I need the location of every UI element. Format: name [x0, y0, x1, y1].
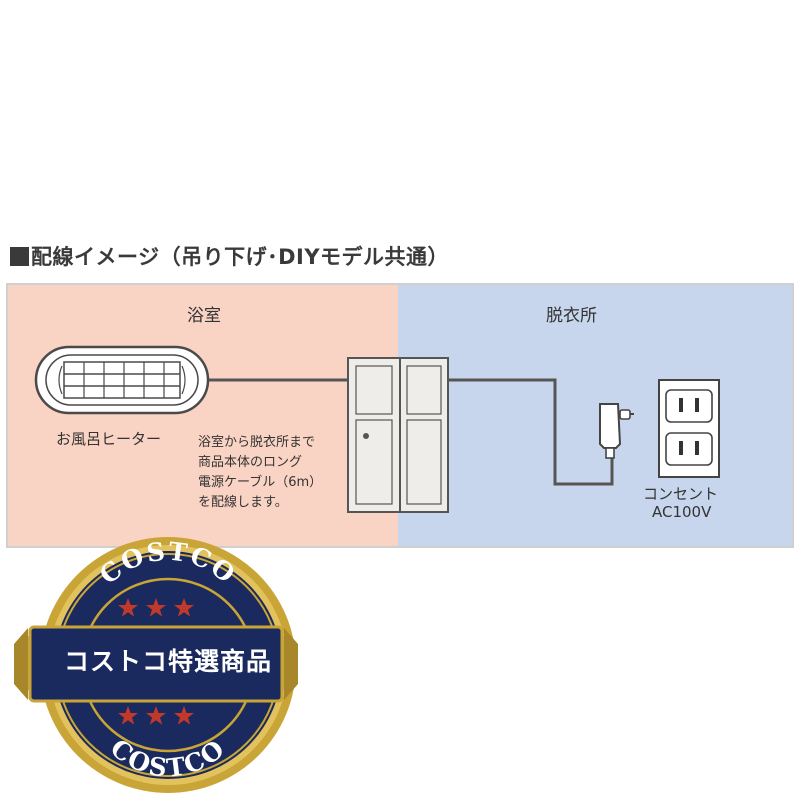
wiring-note: 浴室から脱衣所まで 商品本体のロング 電源ケーブル（6m） を配線します。 [198, 433, 322, 513]
outlet-label-line2: AC100V [652, 503, 712, 521]
outlet-label-line1: コンセント [643, 485, 719, 503]
folding-door-icon [347, 357, 449, 513]
seal-label: コストコ特選商品 [63, 647, 272, 676]
heater-icon [34, 345, 210, 415]
heater-label: お風呂ヒーター [56, 430, 162, 448]
wiring-note-line: を配線します。 [198, 495, 288, 510]
bathroom-zone [8, 285, 398, 546]
bathroom-label: 浴室 [187, 306, 221, 326]
seal-stars-bottom [118, 706, 194, 725]
wiring-diagram-panel [6, 283, 794, 548]
diagram-title-text: 配線イメージ（吊り下げ･DIYモデル共通） [31, 245, 450, 269]
wiring-note-line: 浴室から脱衣所まで [198, 435, 316, 450]
dressing-room-zone [398, 285, 792, 546]
plug-adapter-icon [599, 403, 634, 459]
wiring-note-line: 電源ケーブル（6m） [198, 475, 323, 490]
costco-seal: COSTCO COSTCO [14, 537, 298, 793]
wiring-note-line: 商品本体のロング [198, 455, 303, 470]
dressing-room-label: 脱衣所 [546, 306, 597, 326]
diagram-title: 配線イメージ（吊り下げ･DIYモデル共通） [10, 241, 449, 271]
title-square-icon [10, 247, 29, 266]
wall-outlet-icon [658, 379, 720, 478]
seal-stars-top [118, 598, 194, 617]
